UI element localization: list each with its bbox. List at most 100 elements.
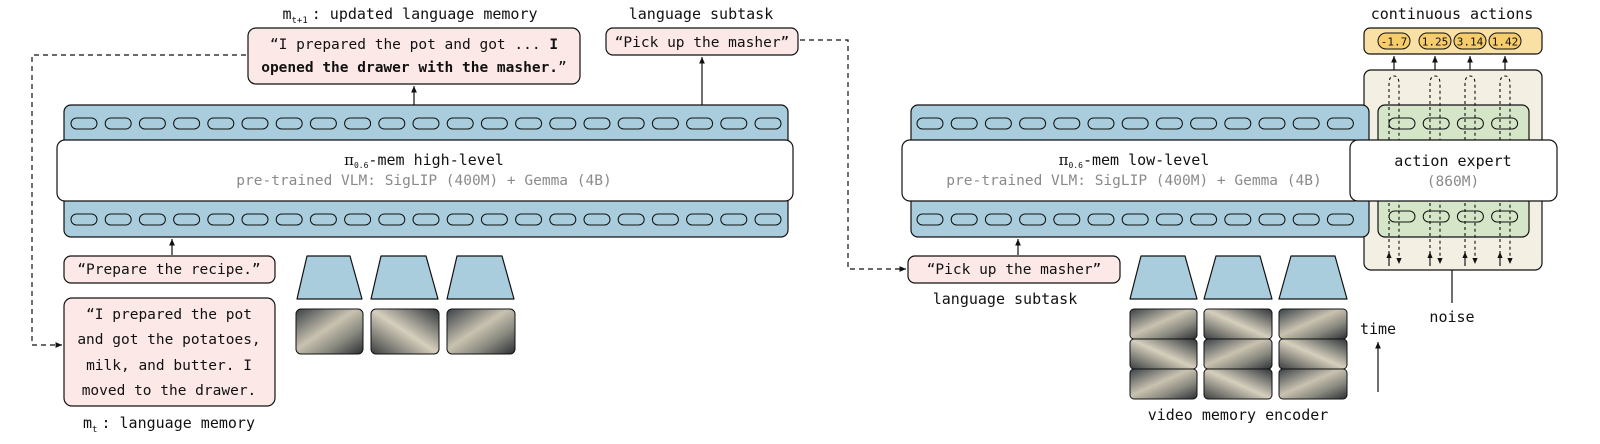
token: [344, 213, 372, 226]
token: [275, 117, 303, 130]
token: [104, 213, 132, 226]
action-chip: [1488, 32, 1522, 50]
token: [138, 117, 166, 130]
video-encoder-1: [1129, 255, 1198, 300]
time-label: time: [1360, 320, 1396, 338]
prompt-text: “Prepare the recipe.”: [77, 262, 260, 278]
video-frame-2a: [1203, 308, 1273, 340]
token: [1456, 117, 1484, 130]
video-frame-1c: [1129, 368, 1198, 400]
action-value: 1.42: [1492, 36, 1519, 49]
token: [173, 117, 201, 130]
token: [515, 213, 543, 226]
subtask-text-low: “Pick up the masher”: [927, 262, 1102, 278]
noise-label: noise: [1429, 308, 1474, 326]
image-encoder-3: [446, 255, 515, 300]
video-frame-stacks: [1129, 308, 1348, 400]
action-expert-size: (860M): [1427, 174, 1479, 190]
action-values: -1.7 1.25 3.14 1.42: [1377, 32, 1522, 50]
token: [378, 117, 406, 130]
token: [916, 117, 944, 130]
video-frame-2b: [1203, 338, 1273, 370]
token: [1456, 210, 1484, 223]
action-chip: [1453, 32, 1487, 50]
camera-image-1: [295, 308, 364, 355]
image-encoder-2: [370, 255, 439, 300]
token: [583, 117, 611, 130]
token: [686, 117, 714, 130]
video-frame-1a: [1129, 308, 1198, 340]
denoise-loop: [1429, 75, 1443, 266]
memory-box: [63, 297, 276, 407]
token: [1258, 117, 1286, 130]
low-level-section: π0.6-mem low-level pre-trained VLM: SigL…: [901, 5, 1558, 424]
camera-image-2: [370, 308, 440, 355]
token: [309, 117, 337, 130]
updated-memory-caption: mt+1: updated language memory: [282, 5, 537, 26]
low-level-output-tokens: [916, 117, 1354, 130]
token: [70, 213, 98, 226]
token: [651, 213, 679, 226]
token: [446, 117, 474, 130]
action-expert-title: action expert: [1394, 152, 1511, 170]
token: [207, 213, 235, 226]
action-chip: [1377, 32, 1411, 50]
camera-image-3: [446, 308, 516, 355]
high-level-section: mt+1: updated language memory “I prepare…: [31, 5, 799, 435]
token: [1388, 117, 1416, 130]
high-level-input-tokens: [70, 213, 782, 226]
token: [1053, 117, 1081, 130]
subtask-caption-top: language subtask: [629, 5, 774, 23]
token: [480, 117, 508, 130]
action-value: -1.7: [1381, 36, 1408, 49]
high-level-camera-images: [295, 308, 516, 355]
token: [1491, 210, 1519, 223]
high-level-image-encoders: [296, 255, 515, 300]
token: [651, 117, 679, 130]
token: [1019, 213, 1047, 226]
video-memory-encoders: [1129, 255, 1348, 300]
prompt-box: [63, 255, 276, 284]
action-expert-card: [1349, 139, 1558, 202]
token: [720, 213, 748, 226]
token: [241, 213, 269, 226]
token: [1087, 117, 1115, 130]
token: [1422, 210, 1450, 223]
updated-memory-line-1: “I prepared the pot and got ... I: [270, 37, 558, 53]
token: [1190, 117, 1218, 130]
token: [950, 213, 978, 226]
memory-caption: mt: language memory: [83, 414, 255, 435]
token: [275, 213, 303, 226]
action-output-arrows: [1391, 56, 1508, 70]
denoise-loop: [1388, 75, 1402, 266]
token: [104, 117, 132, 130]
action-value: 3.14: [1457, 36, 1484, 49]
low-level-model-title: π0.6-mem low-level: [1059, 151, 1210, 170]
token: [720, 117, 748, 130]
video-frame-2c: [1203, 368, 1273, 400]
token: [1053, 213, 1081, 226]
video-encoder-3: [1278, 255, 1348, 300]
denoise-loop: [1499, 75, 1513, 266]
token: [916, 213, 944, 226]
token: [984, 117, 1012, 130]
subtask-box-top: [605, 27, 799, 56]
subtask-transfer-arrow: [800, 39, 906, 272]
token: [950, 117, 978, 130]
token: [412, 117, 440, 130]
video-frame-1b: [1129, 338, 1198, 370]
token: [446, 213, 474, 226]
action-chip: [1418, 32, 1452, 50]
low-level-model-subtitle: pre-trained VLM: SigLIP (400M) + Gemma (…: [946, 173, 1321, 189]
memory-line-3: milk, and butter. I: [86, 358, 252, 374]
token: [583, 213, 611, 226]
token: [344, 117, 372, 130]
token: [70, 117, 98, 130]
token: [549, 213, 577, 226]
token: [1224, 213, 1252, 226]
subtask-box-low: [907, 255, 1121, 284]
action-value: 1.25: [1422, 36, 1449, 49]
token: [1388, 210, 1416, 223]
token: [1190, 213, 1218, 226]
